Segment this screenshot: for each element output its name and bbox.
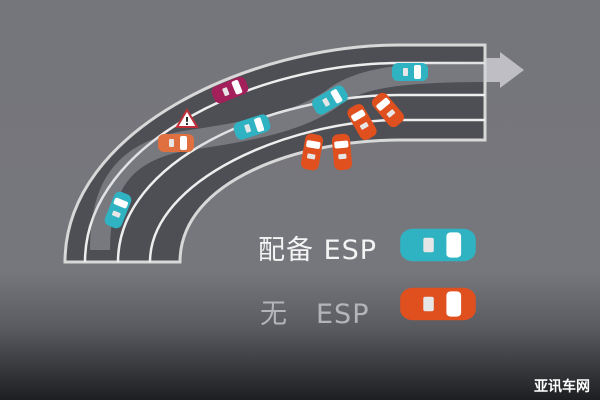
car-esp (392, 63, 428, 81)
lane-line (83, 61, 485, 263)
svg-text:!: ! (184, 115, 189, 128)
legend-car-esp (400, 228, 476, 262)
car-no-esp (331, 133, 353, 171)
direction-arrow-icon (485, 52, 524, 88)
legend-with-esp: 配备 ESP (258, 235, 378, 266)
car-start (158, 134, 194, 152)
warning-triangle-icon: ! (175, 108, 199, 128)
legend-car-no-esp (400, 287, 476, 321)
lane-line (116, 93, 485, 263)
watermark: 亚讯车网 (534, 379, 590, 395)
legend-without-esp: 无 ESP (260, 299, 370, 330)
